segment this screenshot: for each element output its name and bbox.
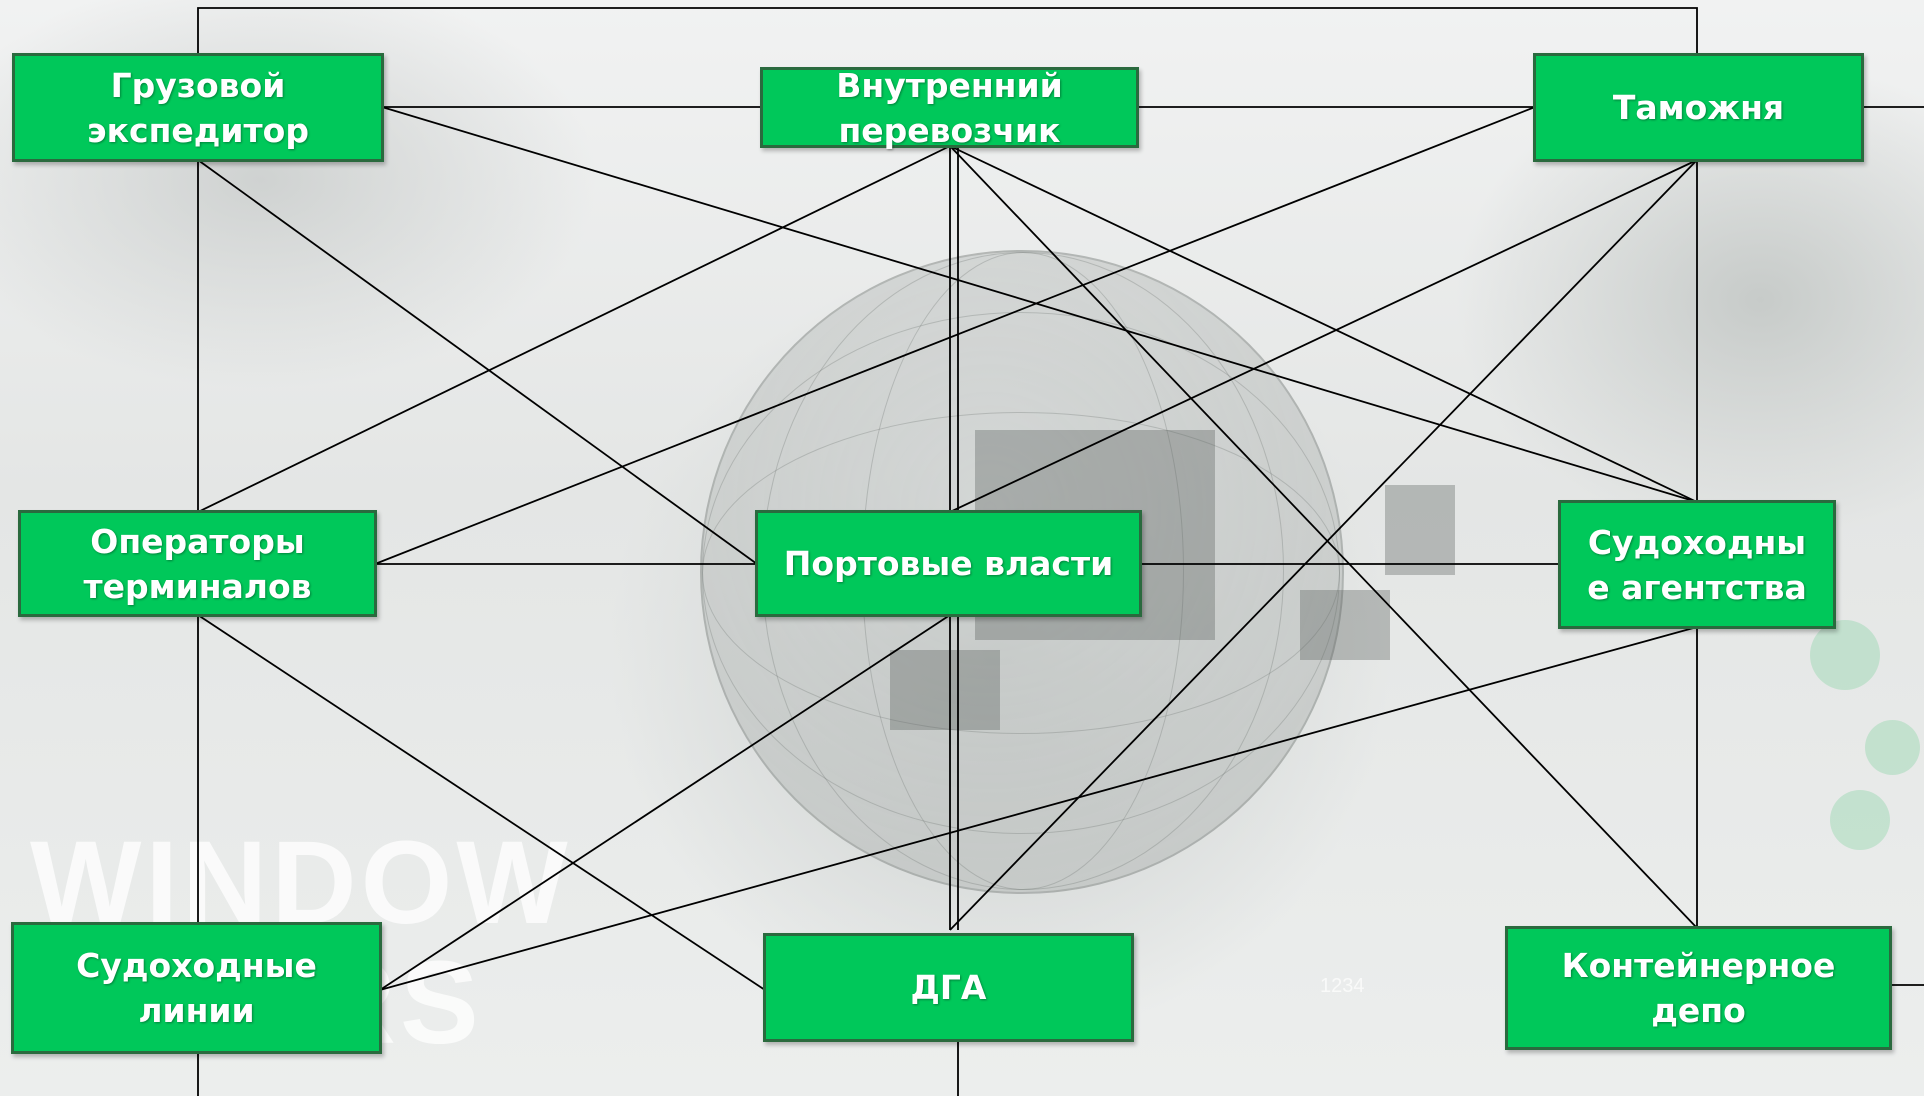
line-forwarder-agencies [381,106,1698,503]
tile-graphic [1385,485,1455,575]
node-dga: ДГА [763,933,1134,1042]
node-shipping-lines: Судоходные линии [11,922,382,1054]
line-forwarder-port [197,159,758,565]
line-carrier-terminals [197,145,951,513]
line-customs-port [949,159,1698,513]
line-customs-terminals [374,106,1536,565]
decor-dot [1810,620,1880,690]
node-container-depot: Контейнерное депо [1505,926,1892,1050]
line-carrier-depot [949,145,1698,929]
frame-line-top [197,7,1698,55]
node-port-authorities: Портовые власти [755,510,1142,617]
line-agencies-lines [379,626,1698,991]
node-freight-forwarder: Грузовой экспедитор [12,53,384,162]
node-terminal-operators: Операторы терминалов [18,510,377,617]
decor-dot [1865,720,1920,775]
line-terminals-dga [197,614,766,991]
node-customs: Таможня [1533,53,1864,162]
line-carrier-agencies [949,145,1698,503]
line-customs-dga [949,159,1698,931]
tile-graphic [1300,590,1390,660]
node-shipping-agencies: Судоходны е агентства [1558,500,1836,629]
globe-parallel [702,312,1340,834]
tile-graphic [890,650,1000,730]
decor-dot [1830,790,1890,850]
node-inland-carrier: Внутренний перевозчик [760,66,1139,150]
watermark-number: 1234 [1320,975,1365,997]
line-port-lines [379,614,951,991]
